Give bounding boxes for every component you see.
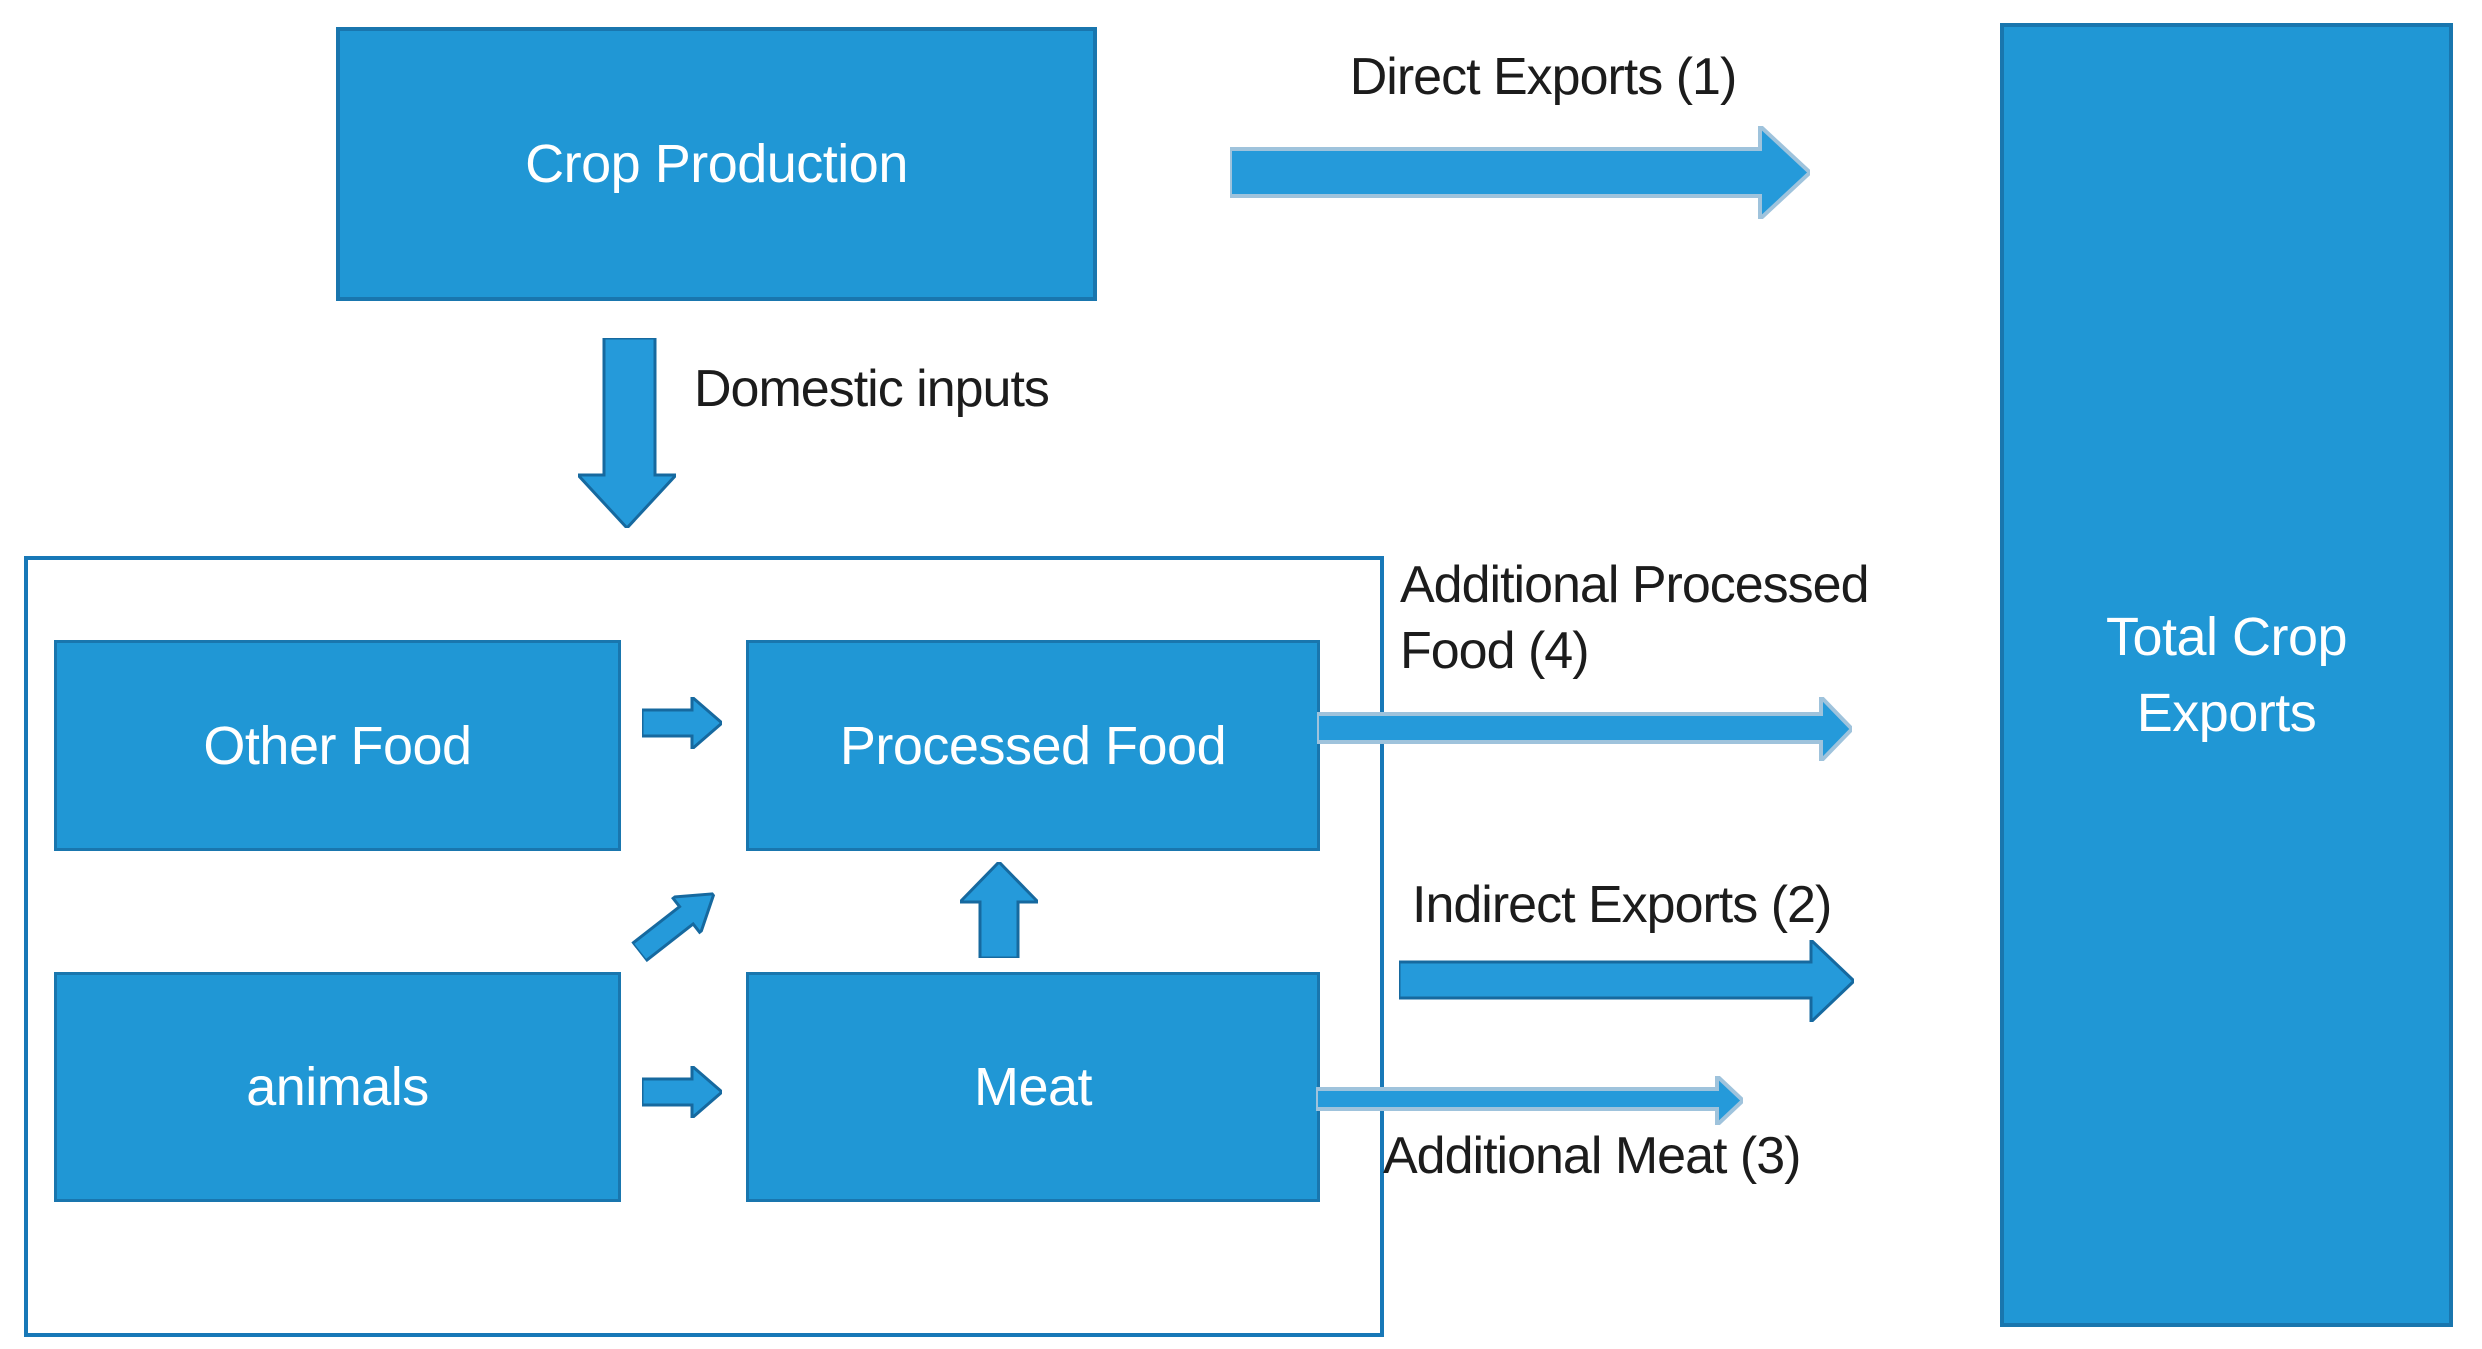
label-additional-processed-food-line1: Additional Processed xyxy=(1400,556,1870,614)
other-food-to-processed-food-arrow-icon xyxy=(642,697,722,749)
additional-meat-arrow-icon xyxy=(1316,1076,1743,1125)
node-total-crop-exports-label: Total Crop Exports xyxy=(2105,606,2348,744)
node-other-food: Other Food xyxy=(54,640,621,851)
node-meat-label: Meat xyxy=(973,1057,1093,1117)
node-total-crop-exports-line1: Total Crop xyxy=(2105,607,2348,667)
node-animals: animals xyxy=(54,972,621,1202)
animals-to-processed-food-arrow-icon xyxy=(630,892,717,964)
meat-to-processed-food-arrow-icon xyxy=(960,862,1038,958)
node-crop-production: Crop Production xyxy=(336,27,1097,301)
label-indirect-exports: Indirect Exports (2) xyxy=(1412,876,1832,934)
animals-to-meat-arrow-icon xyxy=(642,1066,722,1118)
label-additional-processed-food: Additional Processed Food (4) xyxy=(1400,552,1960,684)
label-domestic-inputs: Domestic inputs xyxy=(694,360,1050,418)
node-total-crop-exports: Total Crop Exports xyxy=(2000,23,2453,1327)
domestic-economy-container xyxy=(24,556,1384,1337)
direct-exports-arrow-icon xyxy=(1230,126,1810,219)
label-direct-exports: Direct Exports (1) xyxy=(1349,48,1738,106)
node-other-food-label: Other Food xyxy=(203,715,472,776)
node-processed-food-label: Processed Food xyxy=(839,715,1227,776)
additional-processed-food-arrow-icon xyxy=(1317,697,1852,761)
indirect-exports-arrow-icon xyxy=(1399,940,1854,1022)
node-processed-food: Processed Food xyxy=(746,640,1320,851)
node-total-crop-exports-line2: Exports xyxy=(2136,683,2317,743)
node-meat: Meat xyxy=(746,972,1320,1202)
label-additional-meat: Additional Meat (3) xyxy=(1383,1127,1801,1185)
node-crop-production-label: Crop Production xyxy=(525,134,908,194)
node-animals-label: animals xyxy=(246,1057,429,1117)
domestic-inputs-arrow-icon xyxy=(578,338,676,528)
label-additional-processed-food-line2: Food (4) xyxy=(1400,622,1590,680)
